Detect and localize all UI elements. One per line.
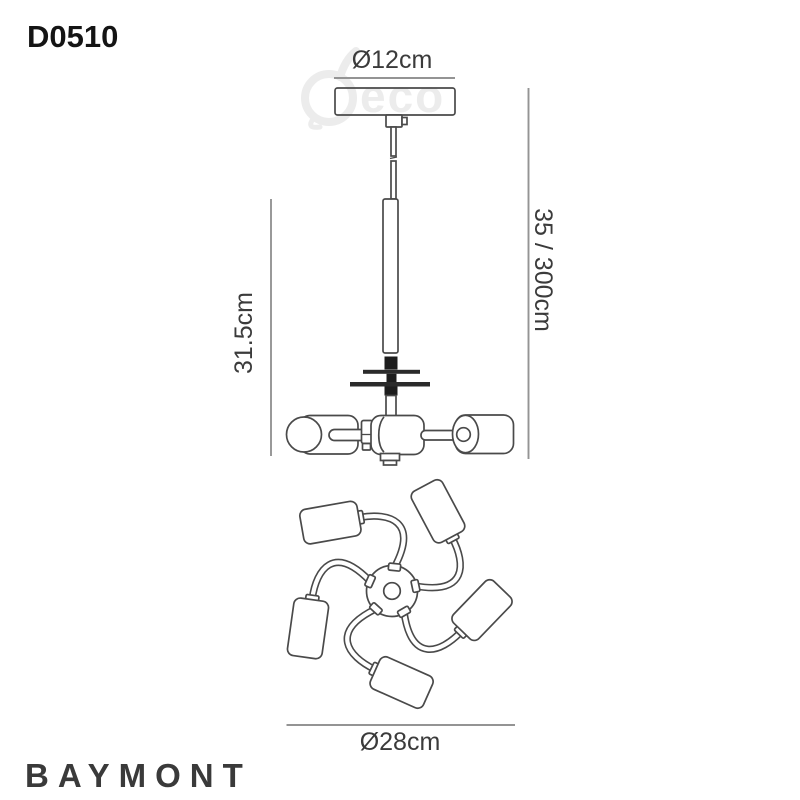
adjuster-knurl-bottom [384, 386, 398, 396]
watermark-d-ascender [336, 47, 360, 81]
product-code: D0510 [27, 19, 118, 54]
suspension-wire-lower [390, 160, 397, 200]
hub-connectors [364, 562, 421, 619]
shade-top-left [298, 500, 362, 545]
shades [286, 478, 513, 710]
arms [308, 512, 464, 673]
right-shade-socket [455, 426, 472, 443]
side-view [270, 77, 530, 466]
canopy-diameter-label: Ø12cm [352, 46, 433, 74]
hub-center-hole [382, 581, 402, 601]
cord-grip [385, 114, 403, 128]
spread-diameter-label: Ø28cm [360, 728, 441, 756]
wire-break-mark [389, 156, 398, 160]
brand-logo: BAYMONT [25, 757, 252, 794]
shade-left [286, 597, 330, 660]
watermark-ring [301, 70, 357, 126]
rod-lower-segment [385, 394, 397, 418]
watermark-d-curl [308, 116, 323, 130]
cord-grip-screw [401, 116, 408, 126]
shade-top-right [410, 478, 466, 544]
lower-disc-edge [350, 382, 430, 387]
adjuster-knurl-top [384, 356, 398, 370]
arm-clamp-foot [361, 442, 372, 451]
suspension-wire-upper [390, 126, 397, 157]
hub-finial-upper [379, 452, 401, 462]
adjuster-knurl-mid [386, 373, 397, 382]
hub-cap-arc [377, 416, 385, 453]
drop-min-label: 31.5cm [230, 292, 258, 374]
top-view [286, 478, 515, 726]
left-shade-cap [285, 416, 323, 453]
hub-finial-lower [382, 459, 398, 466]
shade-bottom [369, 655, 434, 710]
drop-range-label: 35 / 300cm [529, 208, 557, 332]
shade-right [451, 578, 513, 642]
suspension-rod [382, 198, 399, 354]
upper-disc-edge [363, 369, 420, 374]
